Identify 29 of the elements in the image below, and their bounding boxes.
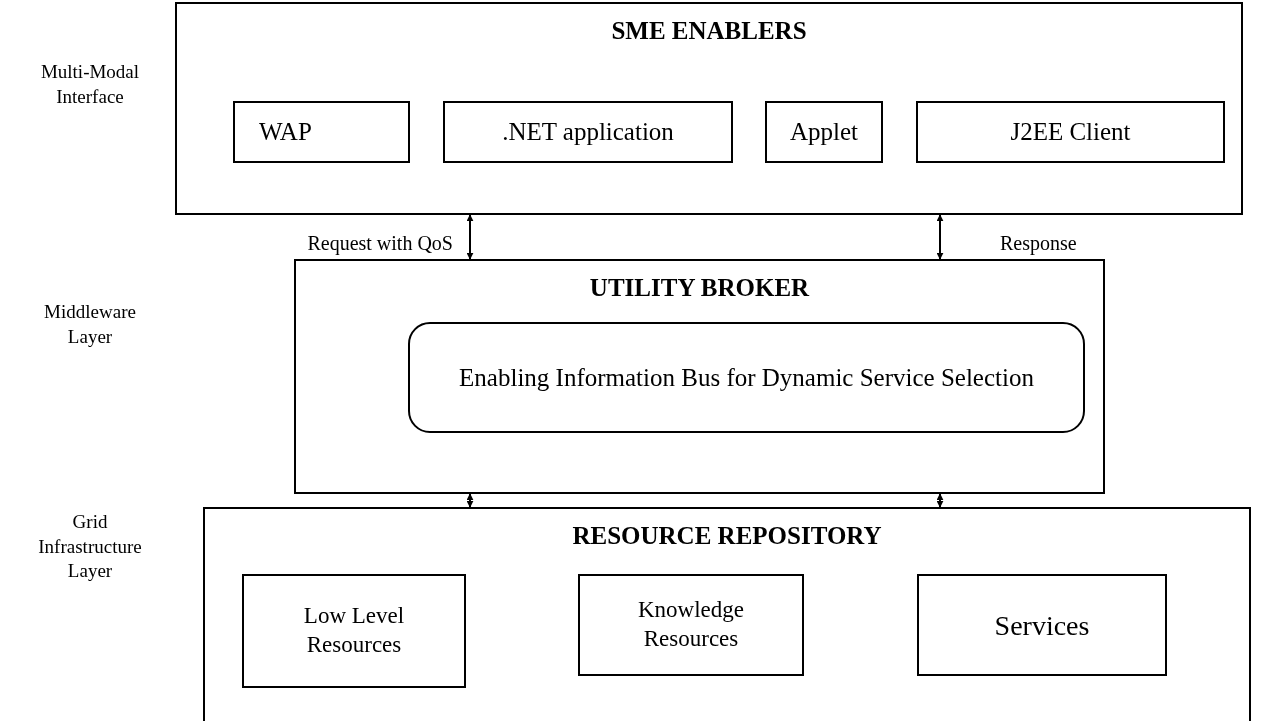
layer-box: [175, 2, 1243, 215]
component-label: Enabling Information Bus for Dynamic Service Selection: [459, 362, 1034, 393]
component-label: Low Level Resources: [302, 602, 406, 659]
component-label: .NET application: [502, 117, 674, 148]
component-box: [443, 101, 733, 163]
layer-title: UTILITY BROKER: [589, 273, 810, 303]
component-box: [916, 101, 1225, 163]
component-label: J2EE Client: [1010, 117, 1131, 148]
component-label: Services: [994, 608, 1090, 643]
component-box: [242, 574, 466, 688]
component-label: Applet: [789, 117, 858, 148]
layer-label: Multi-Modal Interface: [40, 60, 140, 109]
component-box: [765, 101, 883, 163]
double-arrow: [936, 493, 944, 508]
layer-box: [294, 259, 1105, 494]
layer-box: [203, 507, 1251, 721]
double-arrow: [466, 214, 474, 260]
component-box: [233, 101, 410, 163]
component-box: [917, 574, 1167, 676]
component-box: [578, 574, 804, 676]
component-label: Knowledge Resources: [637, 596, 745, 653]
component-label: WAP: [259, 117, 312, 148]
double-arrow: [936, 214, 944, 260]
layer-label: Middleware Layer: [43, 300, 137, 349]
layer-title: SME ENABLERS: [611, 16, 807, 46]
bus-box: [408, 322, 1085, 433]
double-arrow: [466, 493, 474, 508]
layer-title: RESOURCE REPOSITORY: [572, 521, 882, 551]
layer-label: Grid Infrastructure Layer: [37, 510, 143, 584]
